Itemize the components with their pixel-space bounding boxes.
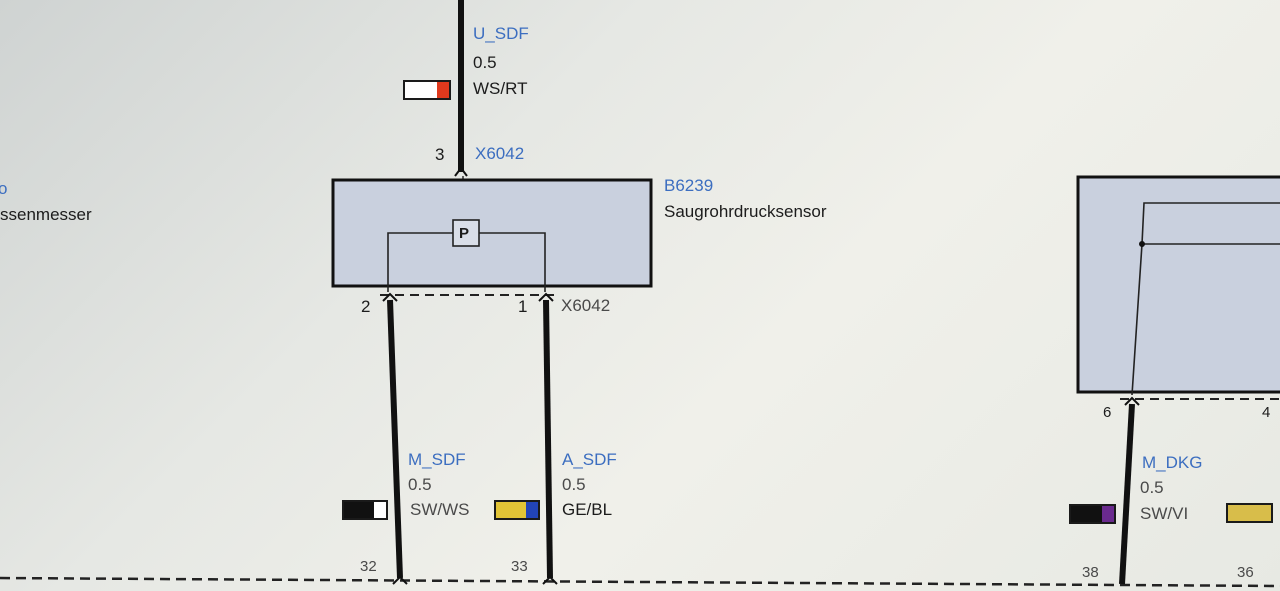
top-wire-color-2 bbox=[436, 82, 449, 98]
wire-right-signal: A_SDF bbox=[562, 450, 617, 469]
wire-m-dkg bbox=[1119, 403, 1135, 585]
pressure-symbol: P bbox=[459, 225, 470, 242]
right-wire-bottom-pin: 38 bbox=[1082, 564, 1099, 581]
left-partial-label: ssenmesser bbox=[0, 205, 92, 224]
wire-left bbox=[387, 299, 403, 579]
wire-right-gauge: 0.5 bbox=[562, 475, 586, 494]
wire-m-dkg-arrow bbox=[1124, 396, 1140, 406]
right-wire-signal: M_DKG bbox=[1142, 453, 1203, 472]
right-wire-gauge: 0.5 bbox=[1140, 478, 1164, 497]
sensor-name: Saugrohrdrucksensor bbox=[664, 202, 827, 221]
top-connector-name: X6042 bbox=[475, 144, 525, 163]
bottom-connector-pin-right: 1 bbox=[518, 297, 528, 316]
right-wire-color-1 bbox=[1071, 506, 1102, 522]
wire-right-bottom-pin: 33 bbox=[511, 558, 528, 575]
pressure-symbol-box bbox=[452, 219, 480, 247]
wire-left-color-swatch bbox=[342, 500, 388, 520]
connector-dash-bottom bbox=[0, 576, 1280, 588]
bottom-pin-right-mark bbox=[542, 575, 558, 585]
wire-left-color-1 bbox=[344, 502, 375, 518]
top-wire-arrow bbox=[454, 166, 468, 177]
right-wire-color-2 bbox=[1101, 506, 1114, 522]
right-module-pin-left: 6 bbox=[1103, 404, 1112, 421]
wire-left-color-2 bbox=[374, 502, 386, 518]
wire-left-signal: M_SDF bbox=[408, 450, 466, 469]
sensor-inner-left-lead bbox=[387, 232, 453, 292]
wire-left-bottom-pin: 32 bbox=[360, 558, 377, 575]
right-module-box bbox=[1076, 175, 1280, 394]
right-module-inner-frame bbox=[1141, 202, 1280, 245]
wire-right-color-swatch bbox=[494, 500, 540, 520]
right-extra-color bbox=[1228, 505, 1271, 521]
sensor-inner-right-lead bbox=[479, 232, 546, 292]
left-partial-marker: o bbox=[0, 179, 8, 198]
right-extra-color-swatch bbox=[1226, 503, 1273, 523]
wire-left-gauge: 0.5 bbox=[408, 475, 432, 494]
bottom-pin-left-mark bbox=[392, 575, 408, 585]
right-module-pin-right: 4 bbox=[1262, 404, 1271, 421]
wire-right-arrow bbox=[538, 292, 554, 302]
wire-right-color-2 bbox=[526, 502, 538, 518]
junction-dot bbox=[1139, 241, 1145, 247]
top-wire-color-code: WS/RT bbox=[473, 79, 528, 98]
right-wire-color-code: SW/VI bbox=[1140, 504, 1189, 523]
right-extra-bottom-pin: 36 bbox=[1237, 564, 1254, 581]
wire-right-color-code: GE/BL bbox=[562, 500, 613, 519]
top-wire-color-1 bbox=[405, 82, 437, 98]
top-wire-color-swatch bbox=[403, 80, 451, 100]
right-wire-color-swatch bbox=[1069, 504, 1116, 524]
wire-right bbox=[543, 299, 553, 579]
top-connector-pin: 3 bbox=[435, 145, 445, 164]
bottom-connector-pin-left: 2 bbox=[361, 297, 371, 316]
top-wire-gauge: 0.5 bbox=[473, 53, 497, 72]
wire-left-color-code: SW/WS bbox=[410, 500, 470, 519]
sensor-id: B6239 bbox=[664, 176, 714, 195]
bottom-connector-name: X6042 bbox=[561, 296, 611, 315]
top-wire-signal: U_SDF bbox=[473, 24, 529, 43]
wire-right-color-1 bbox=[496, 502, 527, 518]
wire-left-arrow bbox=[382, 292, 398, 302]
